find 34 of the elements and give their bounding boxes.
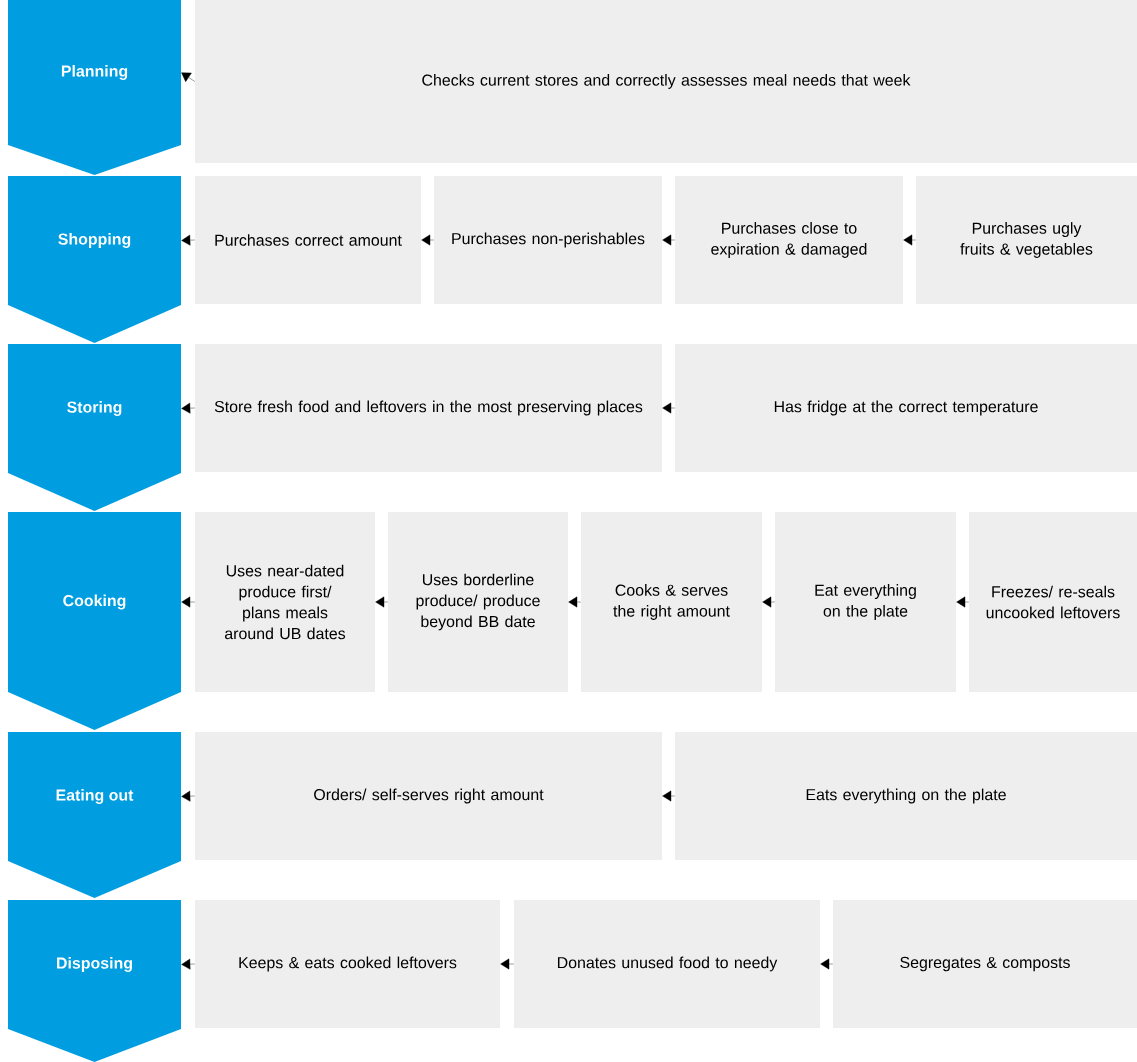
step-box: Purchases non-perishables [434, 176, 662, 304]
step-box: Orders/ self-serves right amount [195, 732, 662, 860]
step-box: Donates unused food to needy [514, 900, 820, 1028]
step-box: Segregates & composts [833, 900, 1137, 1028]
step-box: Purchases close to expiration & damaged [675, 176, 903, 304]
step-box: Purchases correct amount [195, 176, 421, 304]
arrow [568, 596, 581, 608]
step-box: Freezes/ re-seals uncooked leftovers [969, 512, 1137, 692]
arrow [762, 596, 775, 608]
arrow [181, 790, 195, 802]
arrow [662, 234, 675, 246]
step-box: Eats everything on the plate [675, 732, 1137, 860]
step-box: Eat everything on the plate [775, 512, 956, 692]
arrow [181, 402, 195, 414]
arrow [181, 72, 195, 82]
step-box: Keeps & eats cooked leftovers [195, 900, 500, 1028]
arrow [375, 596, 388, 608]
step-box: Has fridge at the correct temperature [675, 344, 1137, 472]
step-box: Purchases ugly fruits & vegetables [916, 176, 1137, 304]
arrow [181, 958, 195, 970]
arrow [421, 234, 434, 246]
arrow [903, 234, 916, 246]
arrow [956, 596, 969, 608]
arrow [500, 958, 514, 970]
arrow [820, 958, 833, 970]
step-box: Uses near-dated produce first/ plans meals around UB dates [195, 512, 375, 692]
step-box: Cooks & serves the right amount [581, 512, 762, 692]
arrow [662, 790, 675, 802]
step-box: Checks current stores and correctly assesses meal needs that week [195, 0, 1137, 163]
arrow [181, 234, 195, 246]
arrow [181, 596, 195, 608]
step-box: Store fresh food and leftovers in the most preserving places [195, 344, 662, 472]
step-box: Uses borderline produce/ produce beyond BB date [388, 512, 568, 692]
arrow [662, 402, 675, 414]
